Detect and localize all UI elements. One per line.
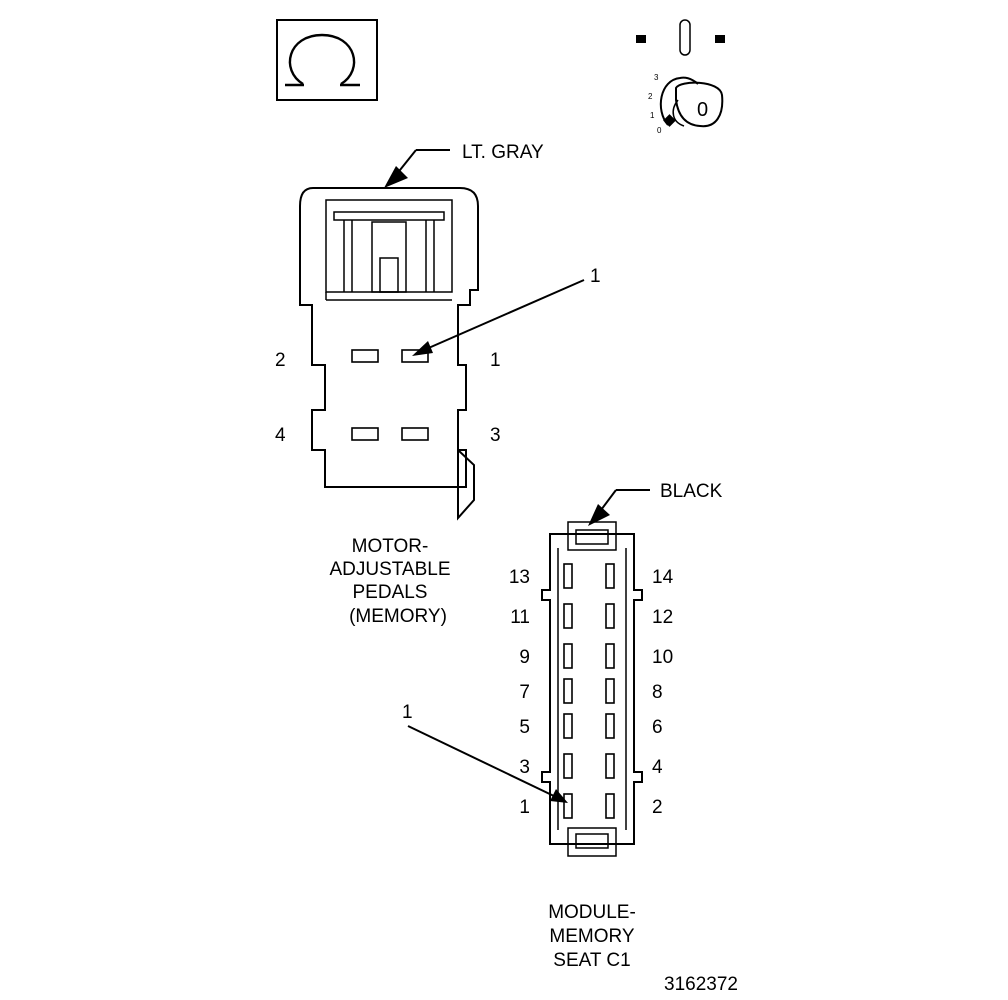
pin-label-12: 12 [652,607,673,628]
pin1-callout-arrow [412,341,433,356]
pin-label-4: 4 [652,757,663,778]
pin-label-11: 11 [510,607,530,628]
pin-label-3: 3 [490,425,501,446]
ohm-icon [276,19,378,101]
connector2-name-line-1: MODULE- [548,902,636,923]
cavity-pin-12 [605,603,615,629]
cavity-pin-10 [605,643,615,669]
cavity-pin-6 [605,713,615,739]
cavity-pin-13 [563,563,573,589]
pin-label-10: 10 [652,647,673,668]
pin-label-7: 7 [519,682,530,703]
cavity-pin-14 [605,563,615,589]
key-label: 0 [697,99,708,121]
ignition-position-3: 3 [654,73,659,82]
pin-label-3: 3 [519,757,530,778]
connector-motor-adjustable-pedals: LT. GRAY 2 1 4 3 1 MOTOR- ADJUSTABLE P [275,142,601,627]
cavity-pin-3 [401,427,429,441]
cavity-pin-2 [351,349,379,363]
figure-id: 3162372 [664,974,738,995]
pin-label-14: 14 [652,567,674,588]
ignition-position-0: 0 [657,126,662,135]
pin-label-1: 1 [519,797,530,818]
cavity-pin-4 [605,753,615,779]
connector1-callout-label: 1 [590,266,601,287]
pin-label-2: 2 [275,350,286,371]
cavity-pin-8 [605,678,615,704]
connector2-color-label: BLACK [660,481,723,502]
pin1-callout-arrow [550,789,568,803]
connector2-name-line-2: MEMORY [549,926,634,947]
ignition-key-icon: 0 3 2 1 0 [636,19,725,135]
cavity-pin-7 [563,678,573,704]
connector2-name-line-3: SEAT C1 [553,950,630,971]
pin-label-4: 4 [275,425,286,446]
pin-label-2: 2 [652,797,663,818]
pin-label-5: 5 [519,717,530,738]
ignition-position-1: 1 [650,111,655,120]
cavity-pin-4 [351,427,379,441]
ignition-position-2: 2 [648,92,653,101]
connector1-name-line-2: ADJUSTABLE [329,559,450,580]
cavity-pin-5 [563,713,573,739]
pin-label-1: 1 [490,350,501,371]
connector2-callout-label: 1 [402,702,413,723]
pin-label-6: 6 [652,717,663,738]
connector1-name-line-4: (MEMORY) [349,606,447,627]
color-callout-arrow [384,166,408,188]
color-callout-arrow [588,504,610,526]
cavity-pin-3 [563,753,573,779]
cavity-pin-1 [563,793,573,819]
connector1-name-line-1: MOTOR- [352,536,429,557]
connector1-name-line-3: PEDALS [353,582,428,603]
cavity-pin-2 [605,793,615,819]
cavity-pin-9 [563,643,573,669]
pin-label-8: 8 [652,682,663,703]
pin-label-9: 9 [519,647,530,668]
pin-label-13: 13 [509,567,530,588]
cavity-pin-11 [563,603,573,629]
connector1-color-label: LT. GRAY [462,142,544,163]
